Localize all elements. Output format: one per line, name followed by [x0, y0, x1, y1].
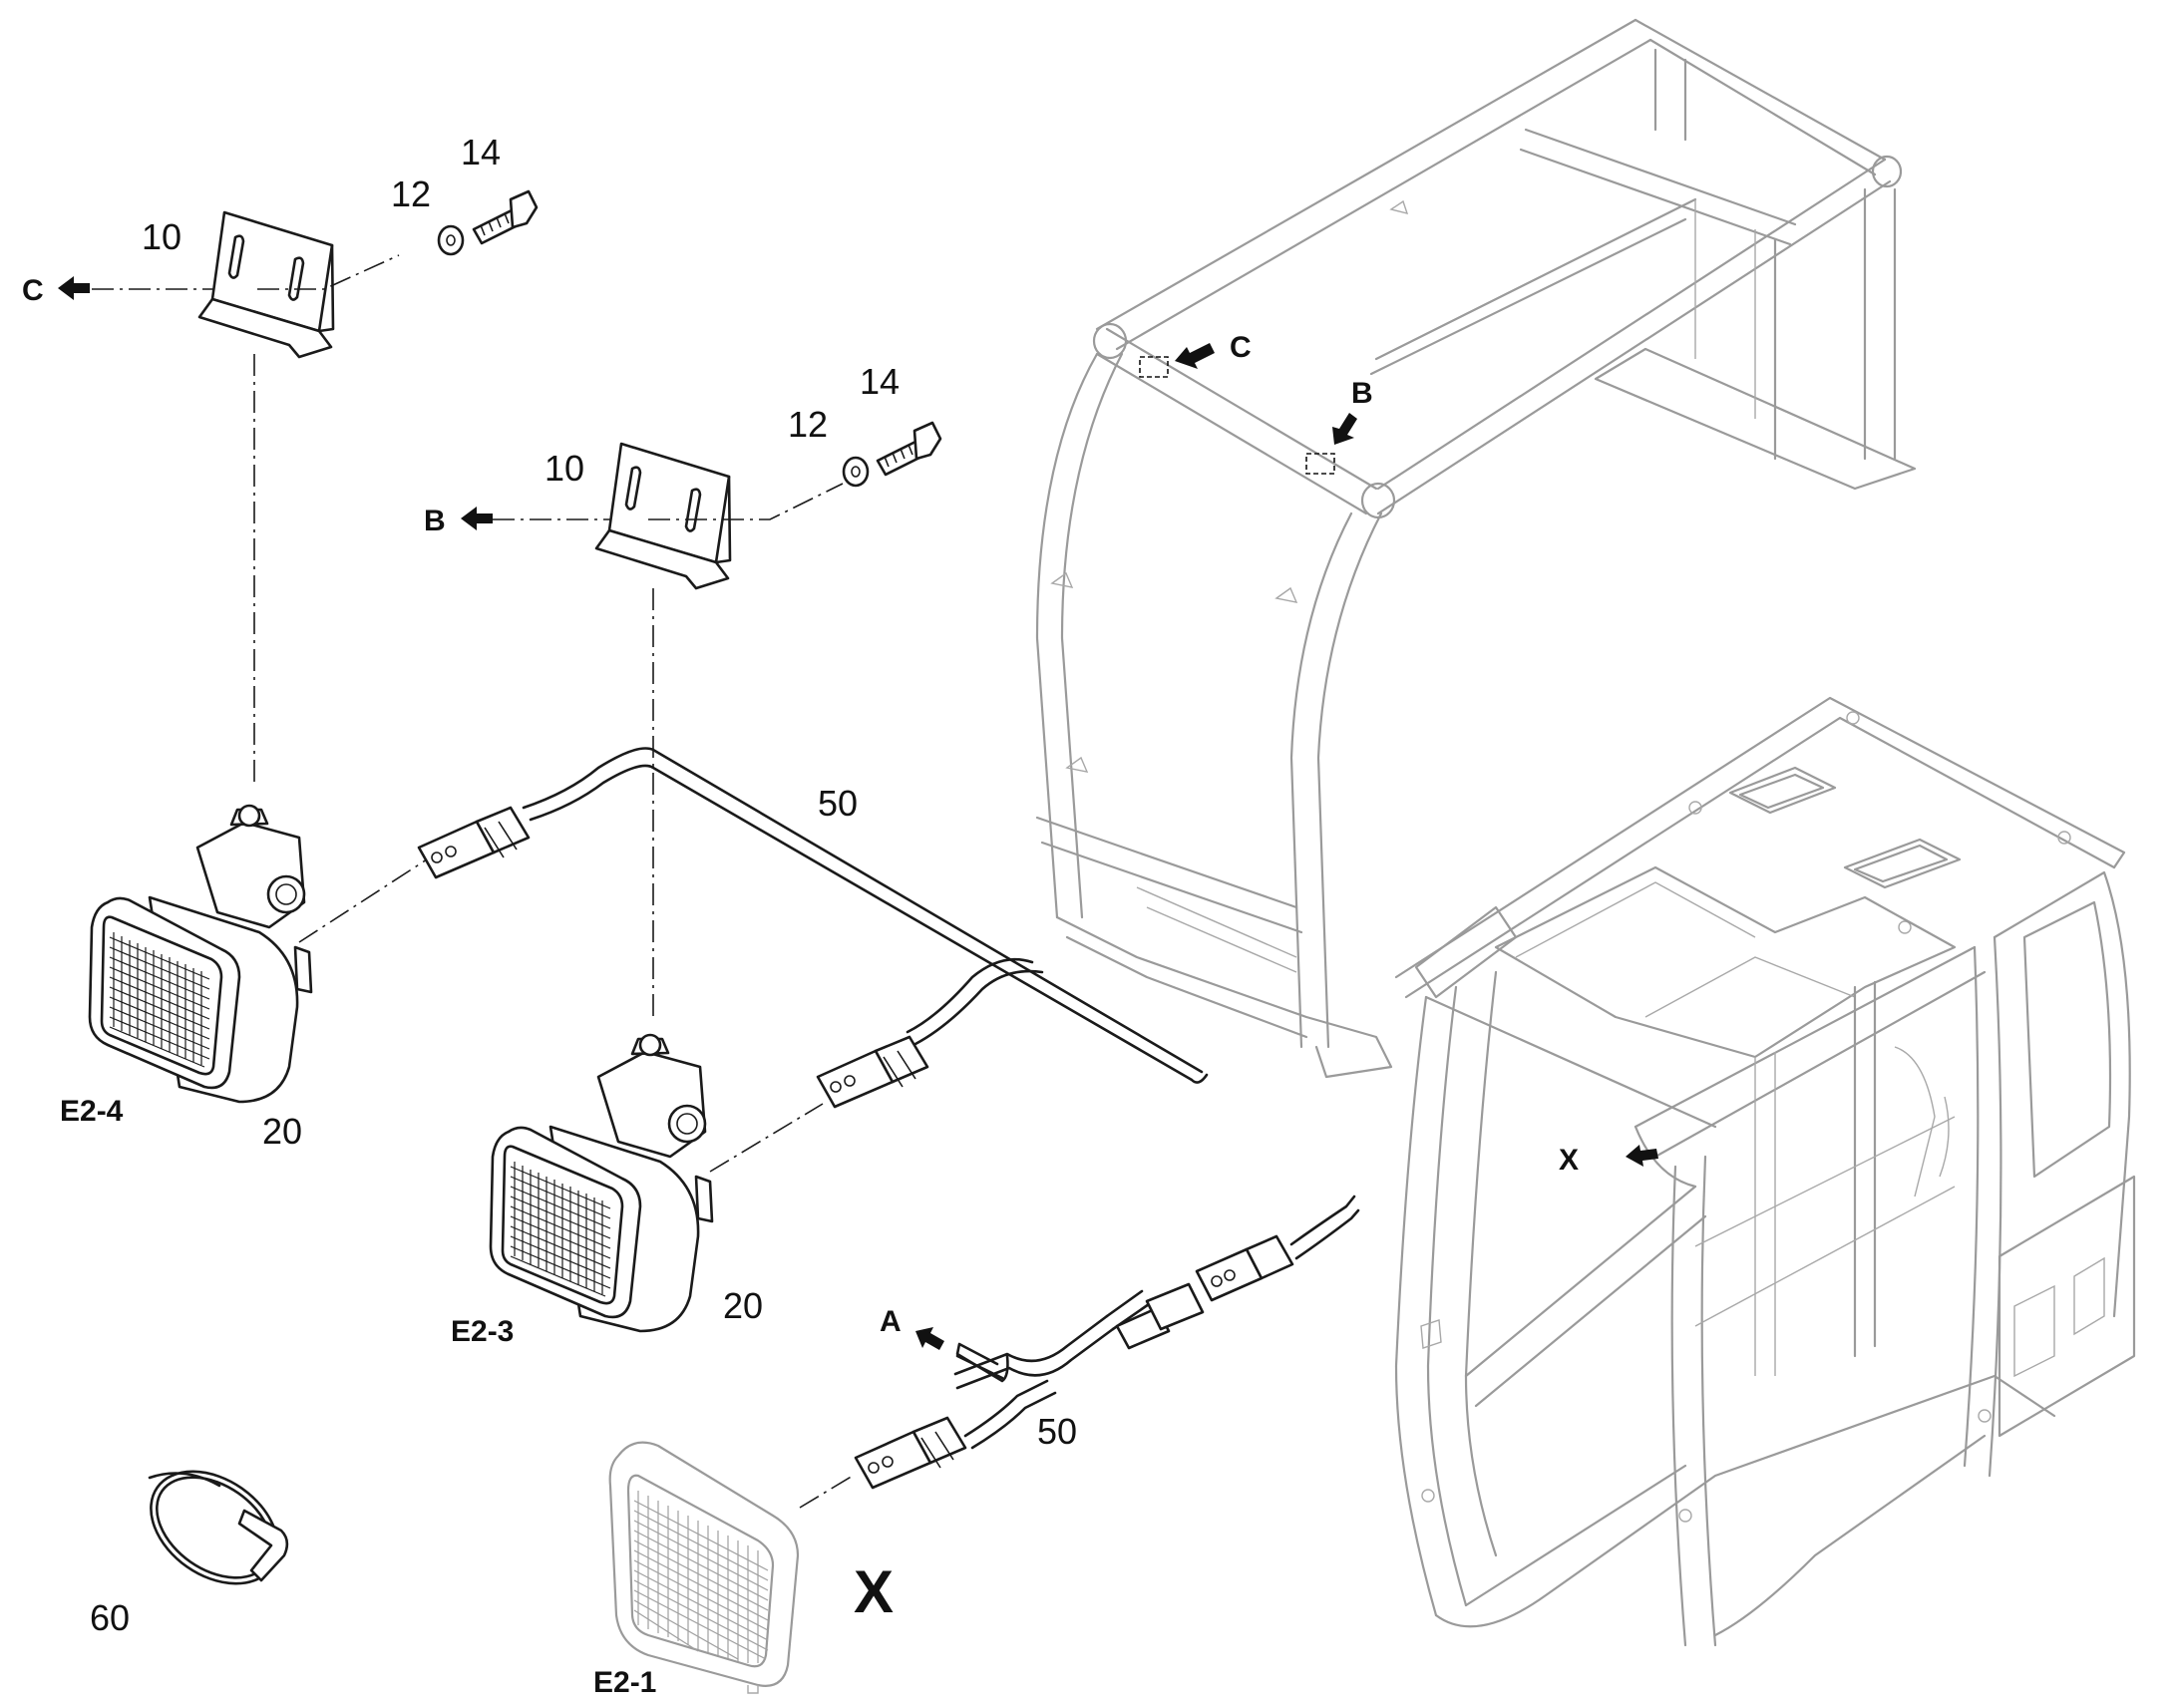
connector-lower-left: [854, 1416, 967, 1490]
label-12-top: 12: [391, 173, 431, 214]
bracket-group-b: B: [424, 421, 942, 1017]
frame-arrow-b: B: [1332, 377, 1373, 445]
connector-lower-right: [1195, 1195, 1360, 1302]
bracket-10-mid: [594, 442, 732, 590]
label-e2-1: E2-1: [593, 1666, 656, 1699]
view-x-label: X: [854, 1558, 894, 1625]
label-10-top: 10: [142, 216, 182, 257]
label-50-upper: 50: [818, 783, 858, 824]
label-14-top: 14: [461, 132, 501, 172]
arrow-c-left-label: C: [22, 274, 44, 307]
cable-harness-upper: [417, 747, 1209, 1109]
label-50-lower: 50: [1037, 1411, 1077, 1452]
arrow-b-left-label: B: [424, 505, 446, 537]
label-12-mid: 12: [788, 404, 828, 445]
frame-arrow-b-label: B: [1351, 377, 1373, 410]
roof-frame: [1035, 18, 1917, 1079]
arrow-c-left-icon: [58, 276, 90, 300]
connector-lower-middle: [1115, 1282, 1205, 1350]
work-lamp-e2-3: [489, 1033, 824, 1333]
cable-harness-lower: [854, 1195, 1360, 1490]
label-14-mid: 14: [860, 361, 900, 402]
connector-upper-left: [417, 806, 531, 879]
bolt-14-mid: [876, 421, 942, 477]
bracket-group-c: C: [22, 189, 539, 788]
cab-structure: [1394, 696, 2136, 1647]
lamp-grille-e2-4: [109, 932, 210, 1068]
washer-12-mid: [842, 456, 870, 488]
lamp-grille-e2-3: [510, 1162, 611, 1297]
label-e2-3: E2-3: [451, 1315, 514, 1348]
label-20-mid: 20: [723, 1285, 763, 1326]
bracket-10-top: [197, 210, 335, 359]
connector-upper-right: [816, 1035, 929, 1109]
label-20-left: 20: [262, 1111, 302, 1152]
bolt-14-top: [472, 189, 539, 245]
arrow-a-icon: [915, 1327, 944, 1350]
cab-arrow-x-label: X: [1559, 1144, 1579, 1177]
label-e2-4: E2-4: [60, 1095, 124, 1128]
label-60: 60: [90, 1597, 130, 1638]
frame-arrow-c-label: C: [1230, 331, 1252, 364]
label-arrow-a: A: [880, 1305, 902, 1338]
arrow-b-left-icon: [461, 507, 493, 530]
cab-arrow-x: X: [1559, 1144, 1658, 1177]
washer-12-top: [437, 224, 465, 256]
work-lamp-e2-4: [88, 804, 428, 1104]
lamp-grille-e2-1: [633, 1491, 769, 1663]
label-10-mid: 10: [545, 448, 584, 489]
cable-tie-60: [148, 1470, 289, 1585]
work-lamp-e2-1: [608, 1441, 854, 1694]
frame-arrow-c: C: [1175, 331, 1252, 369]
